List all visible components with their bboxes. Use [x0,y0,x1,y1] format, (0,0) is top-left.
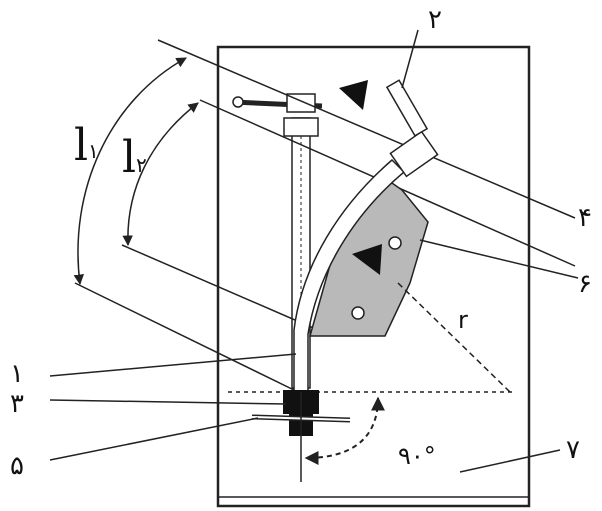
loading-head-arm [385,79,429,137]
load-direction-arrow [339,80,368,110]
label-angle: ۹۰° [398,442,436,470]
leader-6 [419,239,579,279]
ninety-degree-arc [304,396,385,465]
label-2: ۲ [428,5,442,35]
leader-7 [459,449,561,473]
l2-dimension-arc [122,102,199,247]
reference-line-3 [121,244,319,331]
label-l1: l [74,120,88,171]
label-l1-sub: ۱ [88,139,99,163]
label-l2-sub: ۲ [136,153,147,177]
radius-line [397,282,511,393]
die-hole-top [388,236,402,250]
leader-3 [49,399,287,405]
label-5: ۵ [10,451,24,481]
rod-top-block-lower [283,117,319,137]
label-4: ۴ [578,203,592,233]
label-l2: l [122,132,136,183]
reference-line-1 [157,39,576,219]
leader-2 [401,29,419,89]
base-plate-frame [216,45,531,508]
label-7: ۷ [566,435,580,465]
label-3: ۳ [10,389,24,419]
leader-5 [49,417,259,461]
l1-dimension-arc [73,57,187,286]
die-direction-arrow [352,244,382,275]
loading-head-block [389,130,439,178]
reference-line-4 [74,282,299,393]
leader-1 [49,353,297,377]
die-hole-bottom [351,306,365,320]
label-6: ۶ [578,269,592,299]
label-1: ۱ [10,359,24,389]
label-r: r [458,306,468,334]
top-lever-pivot [232,96,244,108]
